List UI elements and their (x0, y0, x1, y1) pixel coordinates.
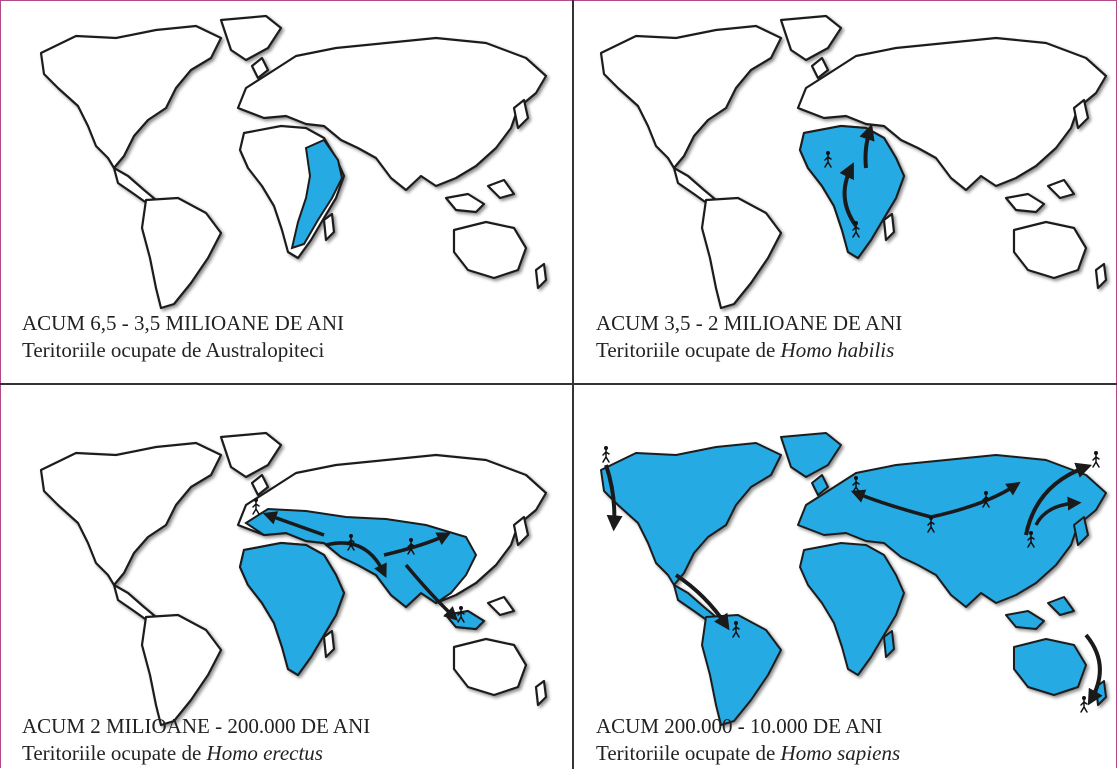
occupied-region-world (600, 432, 1107, 726)
migration-arrows-2 (824, 123, 875, 238)
caption-2-period: ACUM 3,5 - 2 MILIOANE DE ANI (596, 311, 903, 335)
caption-1: ACUM 6,5 - 3,5 MILIOANE DE ANI Teritorii… (22, 310, 344, 364)
caption-2: ACUM 3,5 - 2 MILIOANE DE ANI Teritoriile… (596, 310, 902, 364)
caption-4-period: ACUM 200.000 - 10.000 DE ANI (596, 714, 883, 738)
world-map-3 (39, 431, 548, 727)
map-panel-homo-sapiens: ACUM 200.000 - 10.000 DE ANI Teritoriile… (574, 385, 1117, 769)
caption-3: ACUM 2 MILIOANE - 200.000 DE ANI Teritor… (22, 713, 370, 767)
world-map-4 (600, 432, 1107, 726)
caption-1-species: Teritoriile ocupate de Australopiteci (22, 338, 325, 362)
map-panel-homo-habilis: ACUM 3,5 - 2 MILIOANE DE ANI Teritoriile… (574, 0, 1117, 383)
migration-arrows-4 (602, 445, 1103, 713)
migration-arrows-3 (252, 497, 465, 623)
caption-4-species: Teritoriile ocupate de Homo sapiens (596, 741, 901, 765)
world-map-1 (39, 14, 548, 310)
caption-4: ACUM 200.000 - 10.000 DE ANI Teritoriile… (596, 713, 900, 767)
map-panel-homo-erectus: ACUM 2 MILIOANE - 200.000 DE ANI Teritor… (0, 385, 572, 769)
caption-3-period: ACUM 2 MILIOANE - 200.000 DE ANI (22, 714, 371, 738)
world-map-2 (599, 14, 1108, 310)
map-panel-australopithecus: ACUM 6,5 - 3,5 MILIOANE DE ANI Teritorii… (0, 0, 572, 383)
occupied-region-south-eurasia (244, 507, 478, 609)
caption-3-species: Teritoriile ocupate de Homo erectus (22, 741, 323, 765)
panel-divider-horizontal (0, 383, 1117, 385)
caption-1-period: ACUM 6,5 - 3,5 MILIOANE DE ANI (22, 311, 344, 335)
occupied-region-east-africa (290, 138, 344, 250)
caption-2-species: Teritoriile ocupate de Homo habilis (596, 338, 895, 362)
